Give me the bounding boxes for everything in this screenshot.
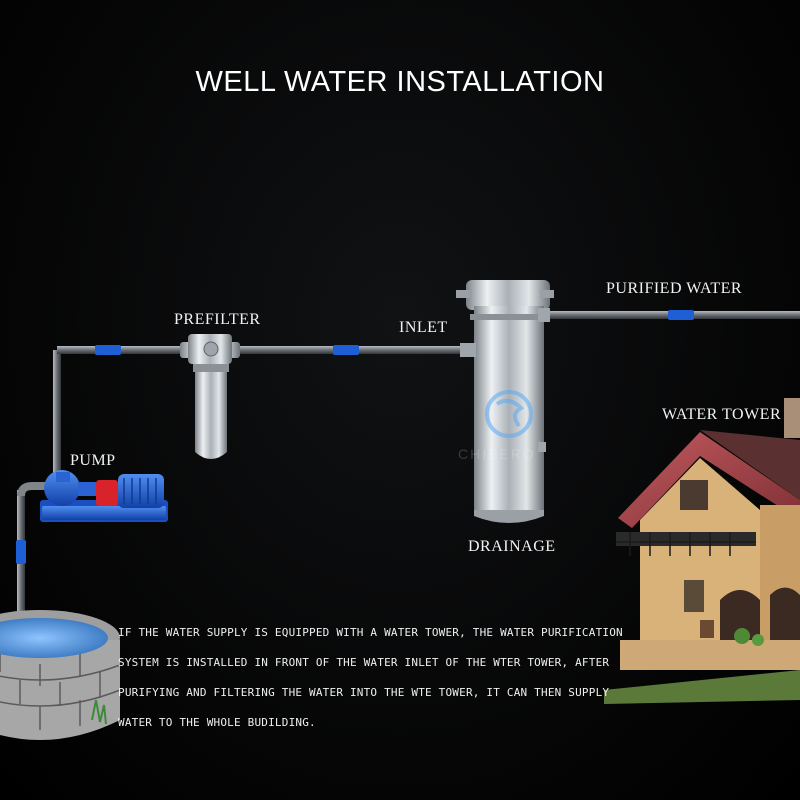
pump <box>40 470 168 522</box>
house <box>604 398 800 704</box>
water-tower-label: WATER TOWER <box>662 406 782 423</box>
description-text: IF THE WATER SUPPLY IS EQUIPPED WITH A W… <box>118 618 648 738</box>
description-line: SYSTEM IS INSTALLED IN FRONT OF THE WATE… <box>118 656 610 669</box>
description-line: IF THE WATER SUPPLY IS EQUIPPED WITH A W… <box>118 626 623 639</box>
pipe-couplings <box>16 310 694 564</box>
page-title: WELL WATER INSTALLATION <box>195 66 605 98</box>
purified-water-label: PURIFIED WATER <box>606 280 743 297</box>
drainage-label: DRAINAGE <box>468 538 556 555</box>
inlet-label: INLET <box>399 319 448 336</box>
brand-watermark: CHIEERO <box>458 446 536 462</box>
main-purifier <box>456 280 554 523</box>
prefilter-label: PREFILTER <box>174 311 261 328</box>
description-line: WATER TO THE WHOLE BUDILDING. <box>118 716 316 729</box>
pump-label: PUMP <box>70 452 116 469</box>
prefilter <box>180 334 240 459</box>
well <box>0 610 121 740</box>
description-line: PURIFYING AND FILTERING THE WATER INTO T… <box>118 686 610 699</box>
